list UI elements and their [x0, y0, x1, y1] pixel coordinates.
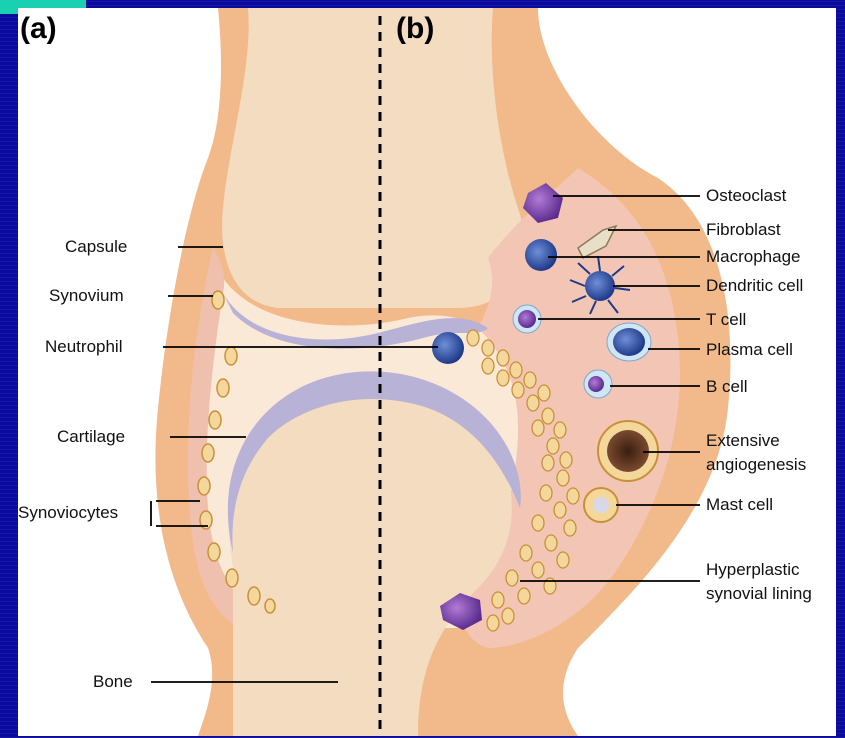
figure-panel: (a) (b) Capsule Synovium Neutrophil Cart…: [18, 8, 836, 736]
b-cell: [584, 370, 612, 398]
neutrophil-cell: [432, 332, 464, 364]
label-mast-cell: Mast cell: [706, 495, 773, 515]
panel-label-a: (a): [20, 12, 57, 46]
joint-diagram: [18, 8, 836, 736]
label-fibroblast: Fibroblast: [706, 220, 781, 240]
label-angiogenesis-line2: angiogenesis: [706, 455, 806, 475]
label-b-cell: B cell: [706, 377, 748, 397]
plasma-cell: [607, 323, 651, 361]
mast-cell: [584, 488, 618, 522]
upper-bone: [222, 8, 524, 308]
label-angiogenesis-line1: Extensive: [706, 431, 780, 451]
macrophage-cell: [525, 239, 557, 271]
label-hyperplastic-line2: synovial lining: [706, 584, 812, 604]
panel-label-b: (b): [396, 12, 434, 46]
blood-vessel: [598, 421, 658, 481]
label-hyperplastic-line1: Hyperplastic: [706, 560, 800, 580]
label-synovium: Synovium: [49, 286, 124, 306]
label-cartilage: Cartilage: [57, 427, 125, 447]
label-plasma-cell: Plasma cell: [706, 340, 793, 360]
t-cell: [513, 305, 541, 333]
label-macrophage: Macrophage: [706, 247, 801, 267]
label-dendritic-cell: Dendritic cell: [706, 276, 803, 296]
label-synoviocytes: Synoviocytes: [18, 503, 118, 523]
label-t-cell: T cell: [706, 310, 746, 330]
label-bone: Bone: [93, 672, 133, 692]
label-neutrophil: Neutrophil: [45, 337, 123, 357]
label-capsule: Capsule: [65, 237, 127, 257]
label-osteoclast: Osteoclast: [706, 186, 786, 206]
